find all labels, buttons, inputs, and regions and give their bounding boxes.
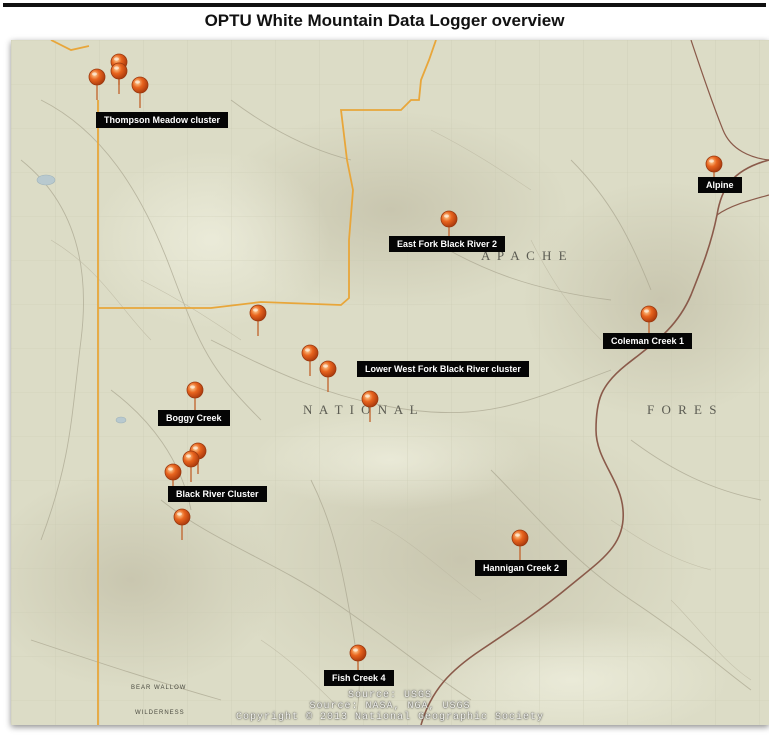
map-pin-icon xyxy=(182,450,200,482)
page-title: OPTU White Mountain Data Logger overview xyxy=(204,11,565,30)
map-pin-thompson-4[interactable] xyxy=(131,76,149,108)
map-pin-hannigan[interactable] xyxy=(511,529,529,561)
map-pin-icon xyxy=(319,360,337,392)
map-pin-black-river-north[interactable] xyxy=(249,304,267,336)
highway-line xyxy=(420,159,769,725)
map-pin-thompson-1[interactable] xyxy=(88,68,106,100)
label-east-fork[interactable]: East Fork Black River 2 xyxy=(389,236,506,252)
map-base-layer xyxy=(11,40,769,725)
map-pin-icon xyxy=(186,381,204,413)
label-black-river-cluster[interactable]: Black River Cluster xyxy=(168,486,267,502)
map-pin-icon xyxy=(349,644,367,676)
label-hannigan-creek[interactable]: Hannigan Creek 2 xyxy=(475,560,568,576)
top-rule xyxy=(3,3,766,7)
map-pin-lower-west-2[interactable] xyxy=(319,360,337,392)
map-pin-lower-west-3[interactable] xyxy=(361,390,379,422)
map-pin-boggy[interactable] xyxy=(186,381,204,413)
label-thompson-meadow[interactable]: Thompson Meadow cluster xyxy=(96,112,229,128)
map-pin-coleman[interactable] xyxy=(640,305,658,337)
map-pin-icon xyxy=(131,76,149,108)
label-fish-creek[interactable]: Fish Creek 4 xyxy=(324,670,394,686)
map-pin-icon xyxy=(361,390,379,422)
map-pin-icon xyxy=(173,508,191,540)
map-pin-lower-west-1[interactable] xyxy=(301,344,319,376)
map-pin-icon xyxy=(511,529,529,561)
map-view[interactable]: A P A C H E N A T I O N A L F O R E S BE… xyxy=(11,40,769,725)
map-pin-icon xyxy=(88,68,106,100)
map-pin-black-river-2[interactable] xyxy=(182,450,200,482)
region-text-forest: F O R E S xyxy=(647,402,719,417)
attribution-line-1: Source: USGS xyxy=(347,690,432,701)
place-wilderness: WILDERNESS xyxy=(135,710,185,716)
attribution-line-3: Copyright © 2013 National Geographic Soc… xyxy=(235,712,545,723)
map-pin-thompson-3[interactable] xyxy=(110,62,128,94)
map-pin-icon xyxy=(249,304,267,336)
map-pin-fish[interactable] xyxy=(349,644,367,676)
label-alpine[interactable]: Alpine xyxy=(698,177,742,193)
label-lower-west-fork[interactable]: Lower West Fork Black River cluster xyxy=(357,361,529,377)
region-text-national: N A T I O N A L xyxy=(303,402,420,417)
map-pin-black-river-4[interactable] xyxy=(173,508,191,540)
label-coleman-creek[interactable]: Coleman Creek 1 xyxy=(603,333,693,349)
forest-boundary xyxy=(50,40,437,725)
attribution-line-2: Source: NASA, NGA, USGS xyxy=(309,701,471,712)
label-boggy-creek[interactable]: Boggy Creek xyxy=(158,410,230,426)
map-pin-icon xyxy=(640,305,658,337)
map-pin-icon xyxy=(110,62,128,94)
place-bear-wallow: BEAR WALLOW xyxy=(131,685,187,691)
map-pin-icon xyxy=(301,344,319,376)
